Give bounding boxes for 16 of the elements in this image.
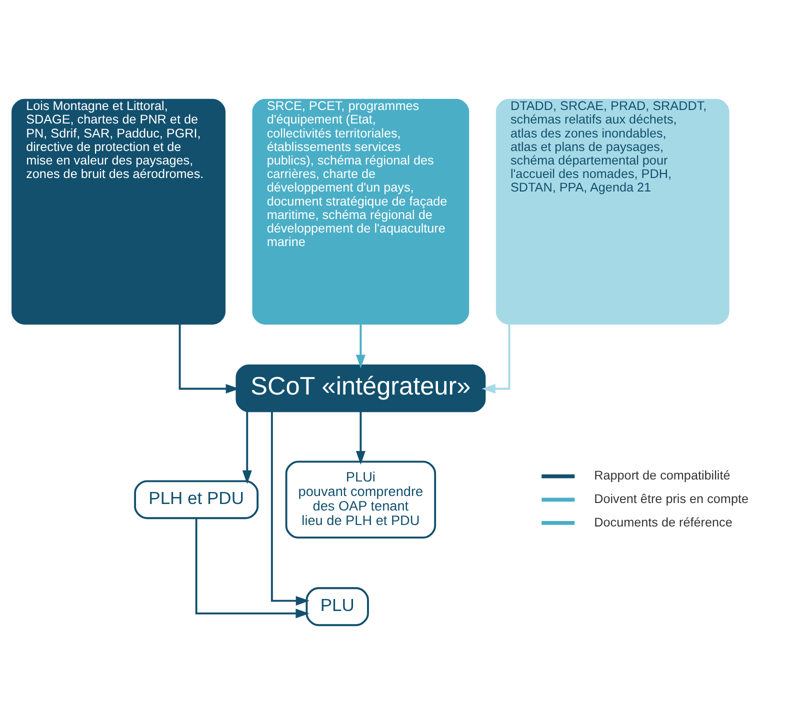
legend-label: Documents de référence: [594, 514, 732, 529]
node-box: SCoT «intégrateur»: [236, 364, 486, 412]
arrow: [270, 410, 310, 606]
arrow: [482, 323, 510, 394]
arrow: [356, 410, 366, 464]
legend-label: Rapport de compatibilité: [594, 468, 730, 482]
legend-label: Doivent être pris en compte: [594, 491, 749, 506]
node-box: PLH et PDU: [134, 480, 259, 519]
node-box: Lois Montagne et Littoral, SDAGE, chartes de PNR et de PN, Sdrif, SAR, Padduc, PGRI, directive de protection et de mise en valeur des paysages, zones de bruit des aérodromes.: [12, 98, 226, 324]
arrow: [195, 518, 310, 618]
node-box: SRCE, PCET, programmes d'équipement (Etat, collectivités territoriales, établissements services publics), schéma régional des carrières, charte de développement d'un pays, document stratégique de façade maritime, schéma régional de développement de l'aquaculture marine: [252, 98, 470, 324]
node-box: PLU: [306, 586, 369, 626]
node-box: PLUi pouvant comprendre des OAP tenant lieu de PLH et PDU: [285, 460, 436, 538]
node-box: DTADD, SRCAE, PRAD, SRADDT, schémas relatifs aux déchets, atlas des zones inondables, atlas et plans de paysages, schéma départemental pour l'accueil des nomades, PDH, SDTAN, PPA, Agenda 21: [496, 98, 730, 324]
arrow: [242, 410, 252, 484]
arrow: [356, 323, 366, 368]
